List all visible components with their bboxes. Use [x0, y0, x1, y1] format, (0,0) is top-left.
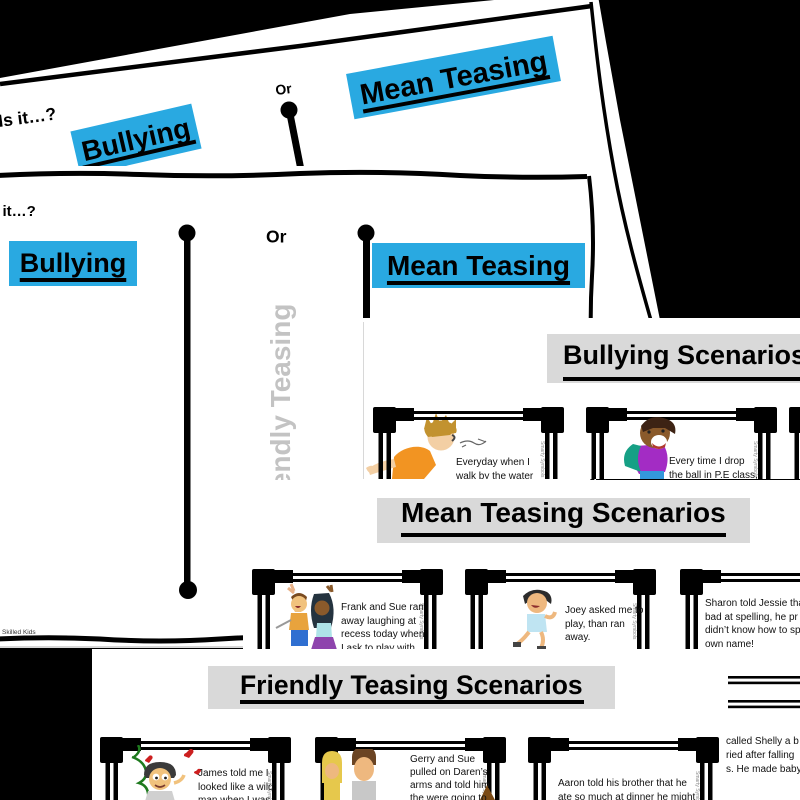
svg-text:Smarty Symbols: Smarty Symbols: [418, 603, 424, 640]
svg-text:Smarty Symbols: Smarty Symbols: [266, 771, 272, 800]
svg-text:Skilled Kids: Skilled Kids: [2, 629, 36, 636]
svg-text:s it…?: s it…?: [0, 203, 36, 220]
svg-text:Or: Or: [266, 227, 287, 247]
svg-text:Smarty Symbols: Smarty Symbols: [539, 441, 545, 478]
svg-text:Or: Or: [274, 80, 293, 98]
